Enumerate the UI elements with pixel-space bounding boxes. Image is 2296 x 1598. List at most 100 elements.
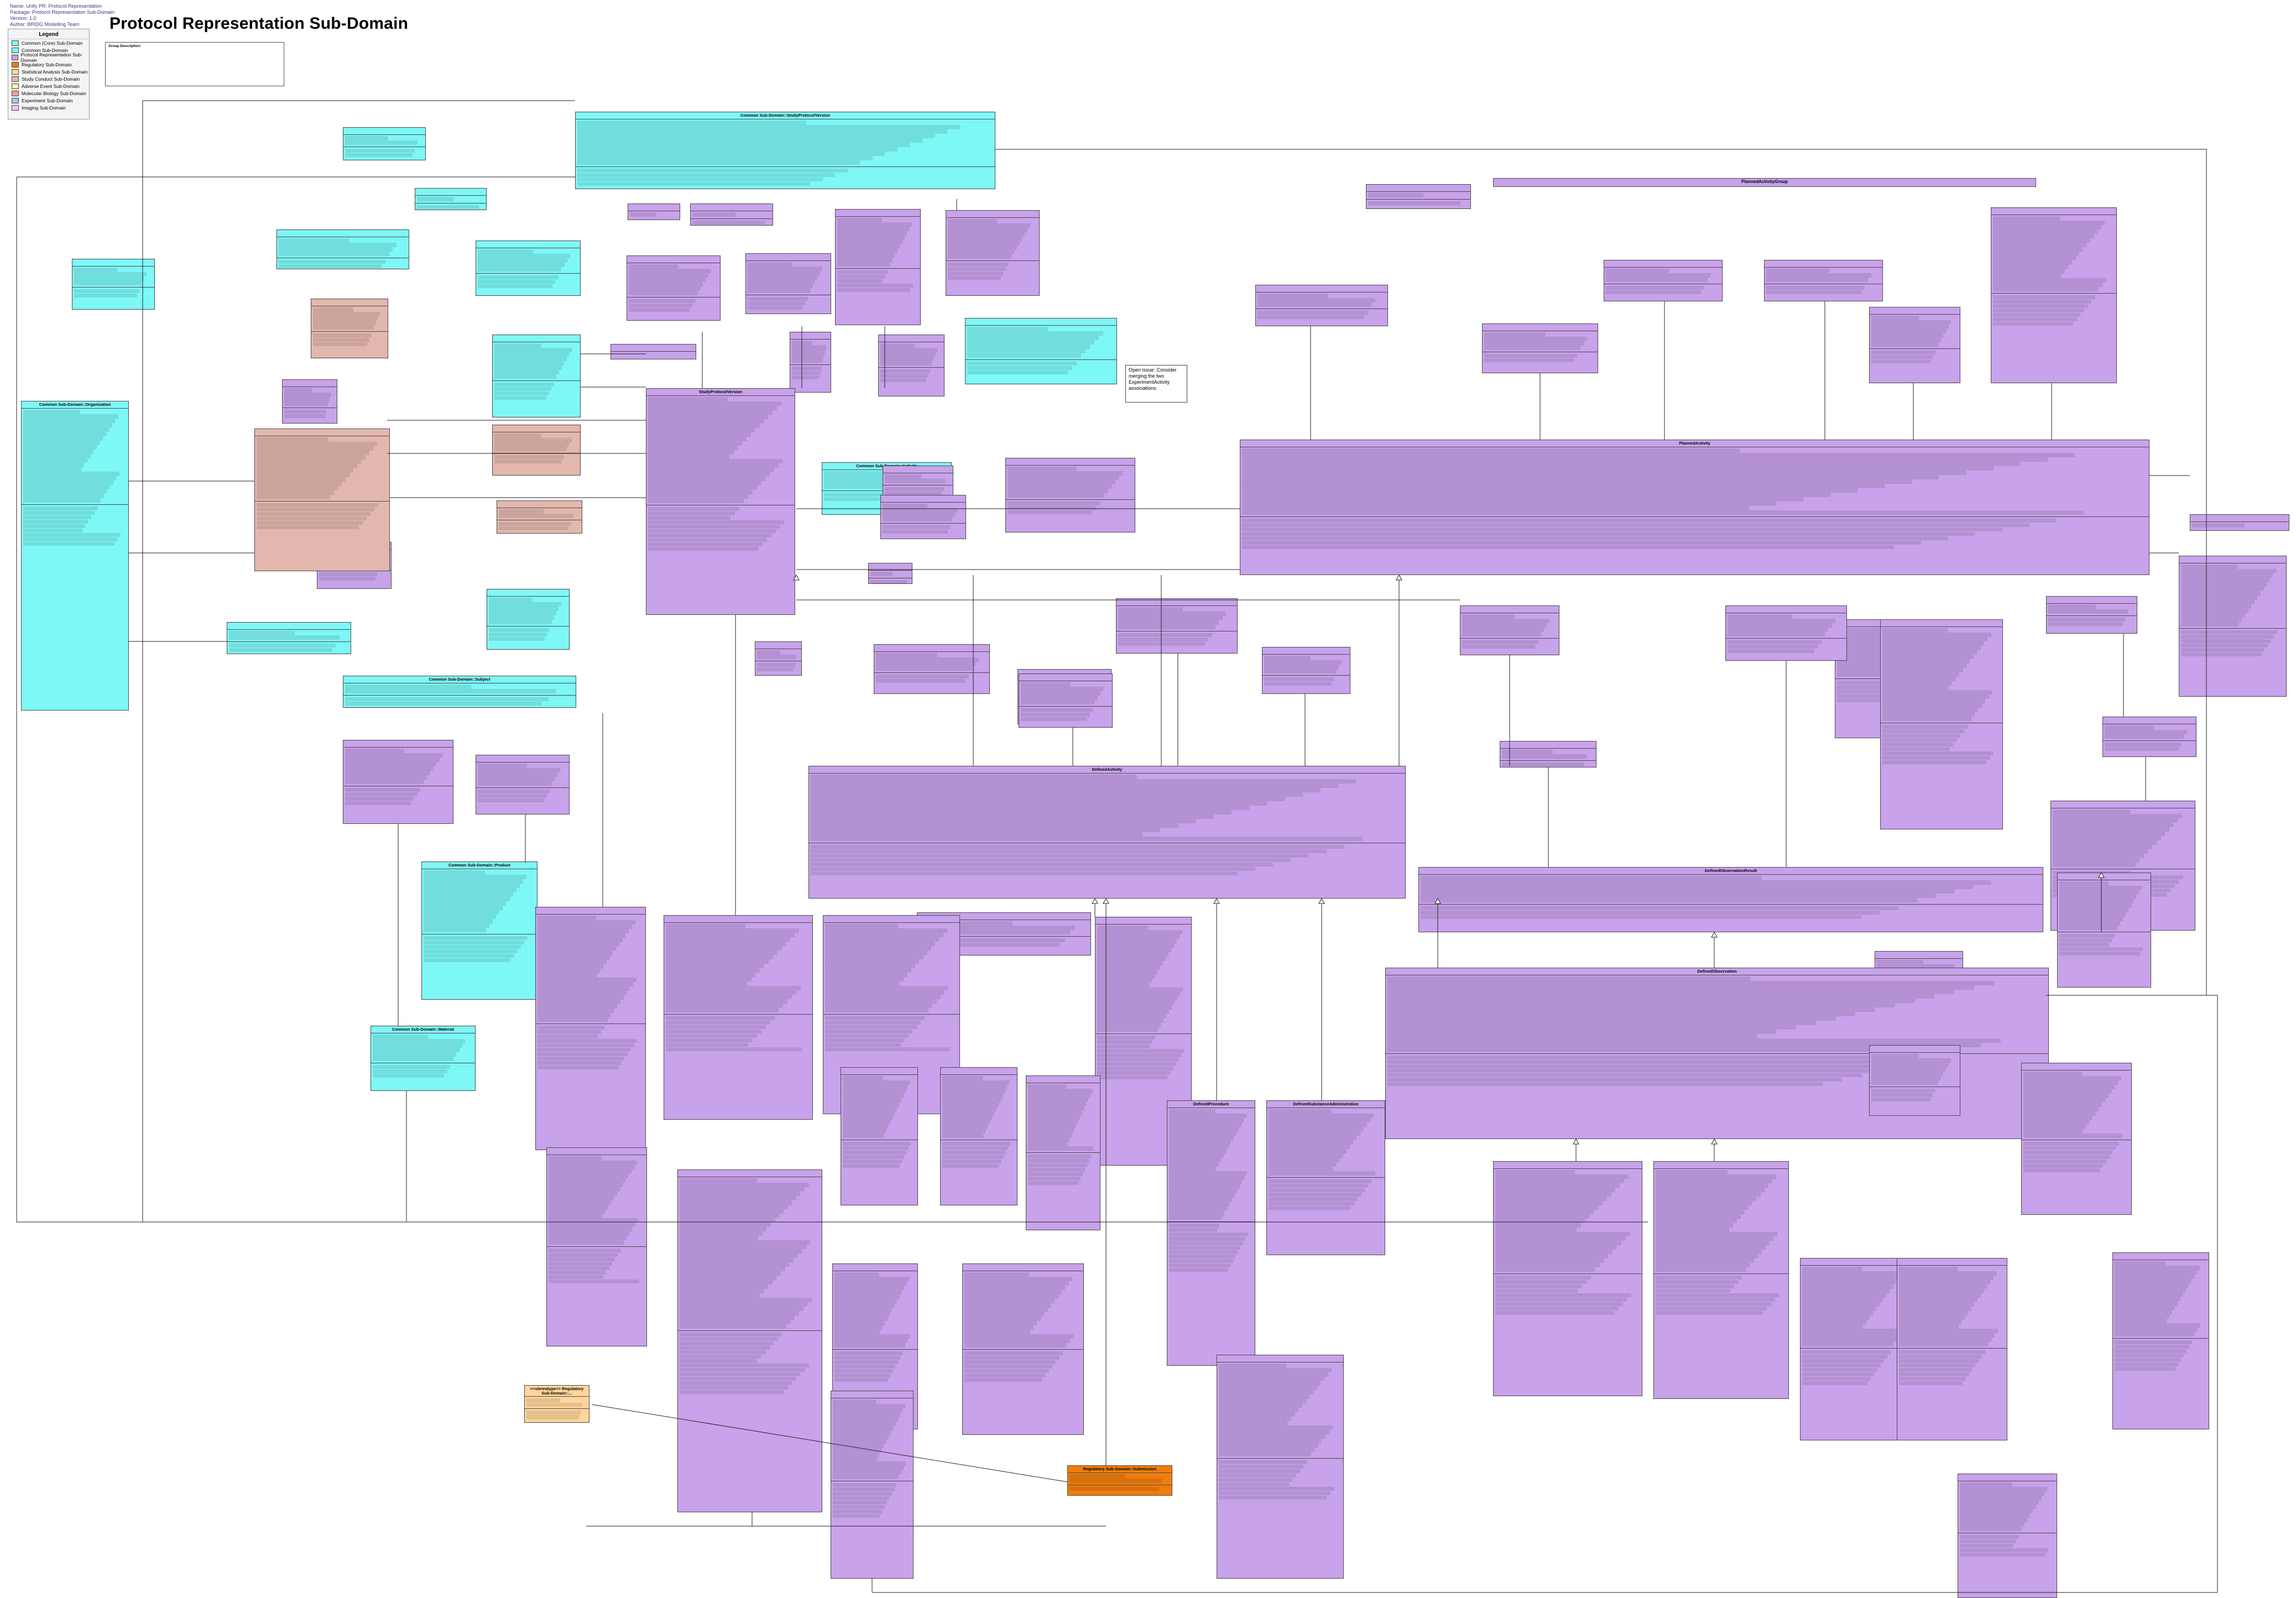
attribute-row [942,1107,996,1111]
uml-class-box[interactable] [1116,598,1238,654]
uml-class-box[interactable] [1800,1258,1913,1440]
uml-class-box[interactable] [1217,1355,1344,1579]
uml-class-box[interactable] [492,425,581,476]
uml-class-box[interactable] [2046,596,2137,634]
uml-class-box[interactable] [1869,307,1960,383]
uml-class-box[interactable] [487,589,570,650]
attribute-row [489,636,545,641]
uml-class-box[interactable] [1019,673,1113,728]
uml-class-box[interactable] [1958,1474,2057,1598]
uml-class-box[interactable] [1255,285,1388,326]
definedsubstanceadministration-class[interactable]: DefinedSubstanceAdministration [1266,1100,1385,1255]
uml-class-box[interactable] [343,740,453,824]
uml-class-box[interactable] [880,495,966,539]
uml-class-box[interactable] [1991,207,2117,383]
definedactivity-class[interactable]: DefinedActivity [808,766,1406,899]
uml-class-box[interactable] [343,127,426,160]
uml-class-box[interactable] [1482,323,1598,373]
uml-class-box[interactable] [2112,1252,2209,1429]
legend-swatch [12,90,19,96]
attribute-row [1169,1153,1224,1158]
attribute-row [692,212,736,217]
uml-class-box[interactable] [1869,1045,1960,1116]
uml-class-box[interactable] [2179,556,2287,697]
uml-class-box[interactable] [1493,1161,1642,1396]
class-attributes [343,748,453,807]
studyprotocolversion-class[interactable]: StudyProtocolVersion [646,388,795,615]
uml-class-box[interactable] [962,1263,1084,1435]
uml-class-box[interactable] [610,344,696,359]
uml-class-box[interactable] [874,644,990,694]
uml-class-box[interactable] [1095,917,1192,1166]
uml-class-box[interactable] [311,299,388,358]
uml-class-box[interactable] [1262,647,1350,694]
uml-class-box[interactable] [1897,1258,2007,1440]
regulatory-submission-class[interactable]: Regulatory Sub-Domain::Submission [1067,1465,1172,1496]
uml-class-box[interactable] [745,253,831,314]
uml-class-box[interactable] [2102,717,2196,757]
uml-class-box[interactable] [946,210,1040,296]
attribute-row [284,414,325,418]
uml-class-box[interactable] [883,466,953,500]
uml-class-box[interactable] [627,255,721,321]
uml-class-box[interactable] [1880,619,2003,829]
definedobservationresult-class[interactable]: DefinedObservationResult [1418,867,2043,932]
uml-class-box[interactable] [1764,260,1883,301]
uml-class-box[interactable] [1005,458,1135,532]
planned-activity-group-bar[interactable]: PlannedActivityGroup [1493,178,2036,187]
uml-class-box[interactable] [1500,741,1596,767]
class-name [277,230,409,237]
compartment-divider [1095,1033,1191,1034]
uml-class-box[interactable] [790,332,831,393]
common-material-class[interactable]: Common Sub-Domain::Material [371,1026,476,1091]
uml-class-box[interactable] [476,241,581,296]
uml-class-box[interactable] [282,379,337,424]
uml-class-box[interactable] [535,907,646,1150]
uml-class-box[interactable] [492,335,581,417]
uml-class-box[interactable] [690,203,773,226]
uml-class-box[interactable] [878,335,945,396]
common-subject-class[interactable]: Common Sub-Domain::Subject [343,676,576,708]
uml-class-box[interactable] [72,259,155,310]
uml-class-box[interactable] [497,500,582,534]
uml-class-box[interactable] [2021,1063,2132,1215]
attribute-row [23,510,95,515]
uml-class-box[interactable] [415,188,487,210]
uml-class-box[interactable] [841,1067,918,1205]
attribute-row [834,1325,883,1330]
uml-class-box[interactable] [1604,260,1723,301]
common-studyprotocolversion-class[interactable]: Common Sub-Domain::StudyProtocolVersion [575,112,995,189]
definedprocedure-class[interactable]: DefinedProcedure [1167,1100,1255,1366]
uml-class-box[interactable] [965,318,1117,384]
attribute-row [1021,682,1071,687]
uml-class-box[interactable] [254,429,390,571]
uml-class-box[interactable] [1460,605,1559,655]
uml-class-box[interactable] [835,209,921,325]
uml-class-box[interactable] [2057,873,2151,988]
uml-class-box[interactable] [546,1147,647,1346]
attribute-row [942,1129,985,1134]
uml-class-box[interactable] [868,563,912,584]
common-product-class[interactable]: Common Sub-Domain::Product [421,861,538,1000]
uml-class-box[interactable] [1026,1075,1100,1230]
uml-class-box[interactable] [1366,184,1471,209]
statistical-note-class[interactable]: <<stereotype>> Regulatory Sub-Domain::..… [524,1385,589,1423]
attribute-row [1169,1167,1217,1171]
uml-class-box[interactable] [940,1067,1017,1205]
attribute-row [1728,614,1792,619]
attribute-row [666,1025,766,1029]
uml-class-box[interactable] [476,755,570,814]
attribute-row [1495,1214,1590,1219]
uml-class-box[interactable] [628,203,680,220]
uml-class-box[interactable] [664,915,813,1120]
uml-class-box[interactable] [276,229,409,269]
uml-class-box[interactable] [755,641,802,676]
uml-class-box[interactable] [1725,605,1847,661]
uml-class-box[interactable] [831,1391,914,1579]
plannedactivity-class[interactable]: PlannedActivity [1240,440,2149,575]
uml-class-box[interactable] [1653,1161,1789,1399]
common-organization-class[interactable]: Common Sub-Domain::Organization [21,401,129,711]
uml-class-box[interactable] [227,622,351,654]
attribute-row [876,678,966,683]
uml-class-box[interactable] [677,1169,822,1512]
